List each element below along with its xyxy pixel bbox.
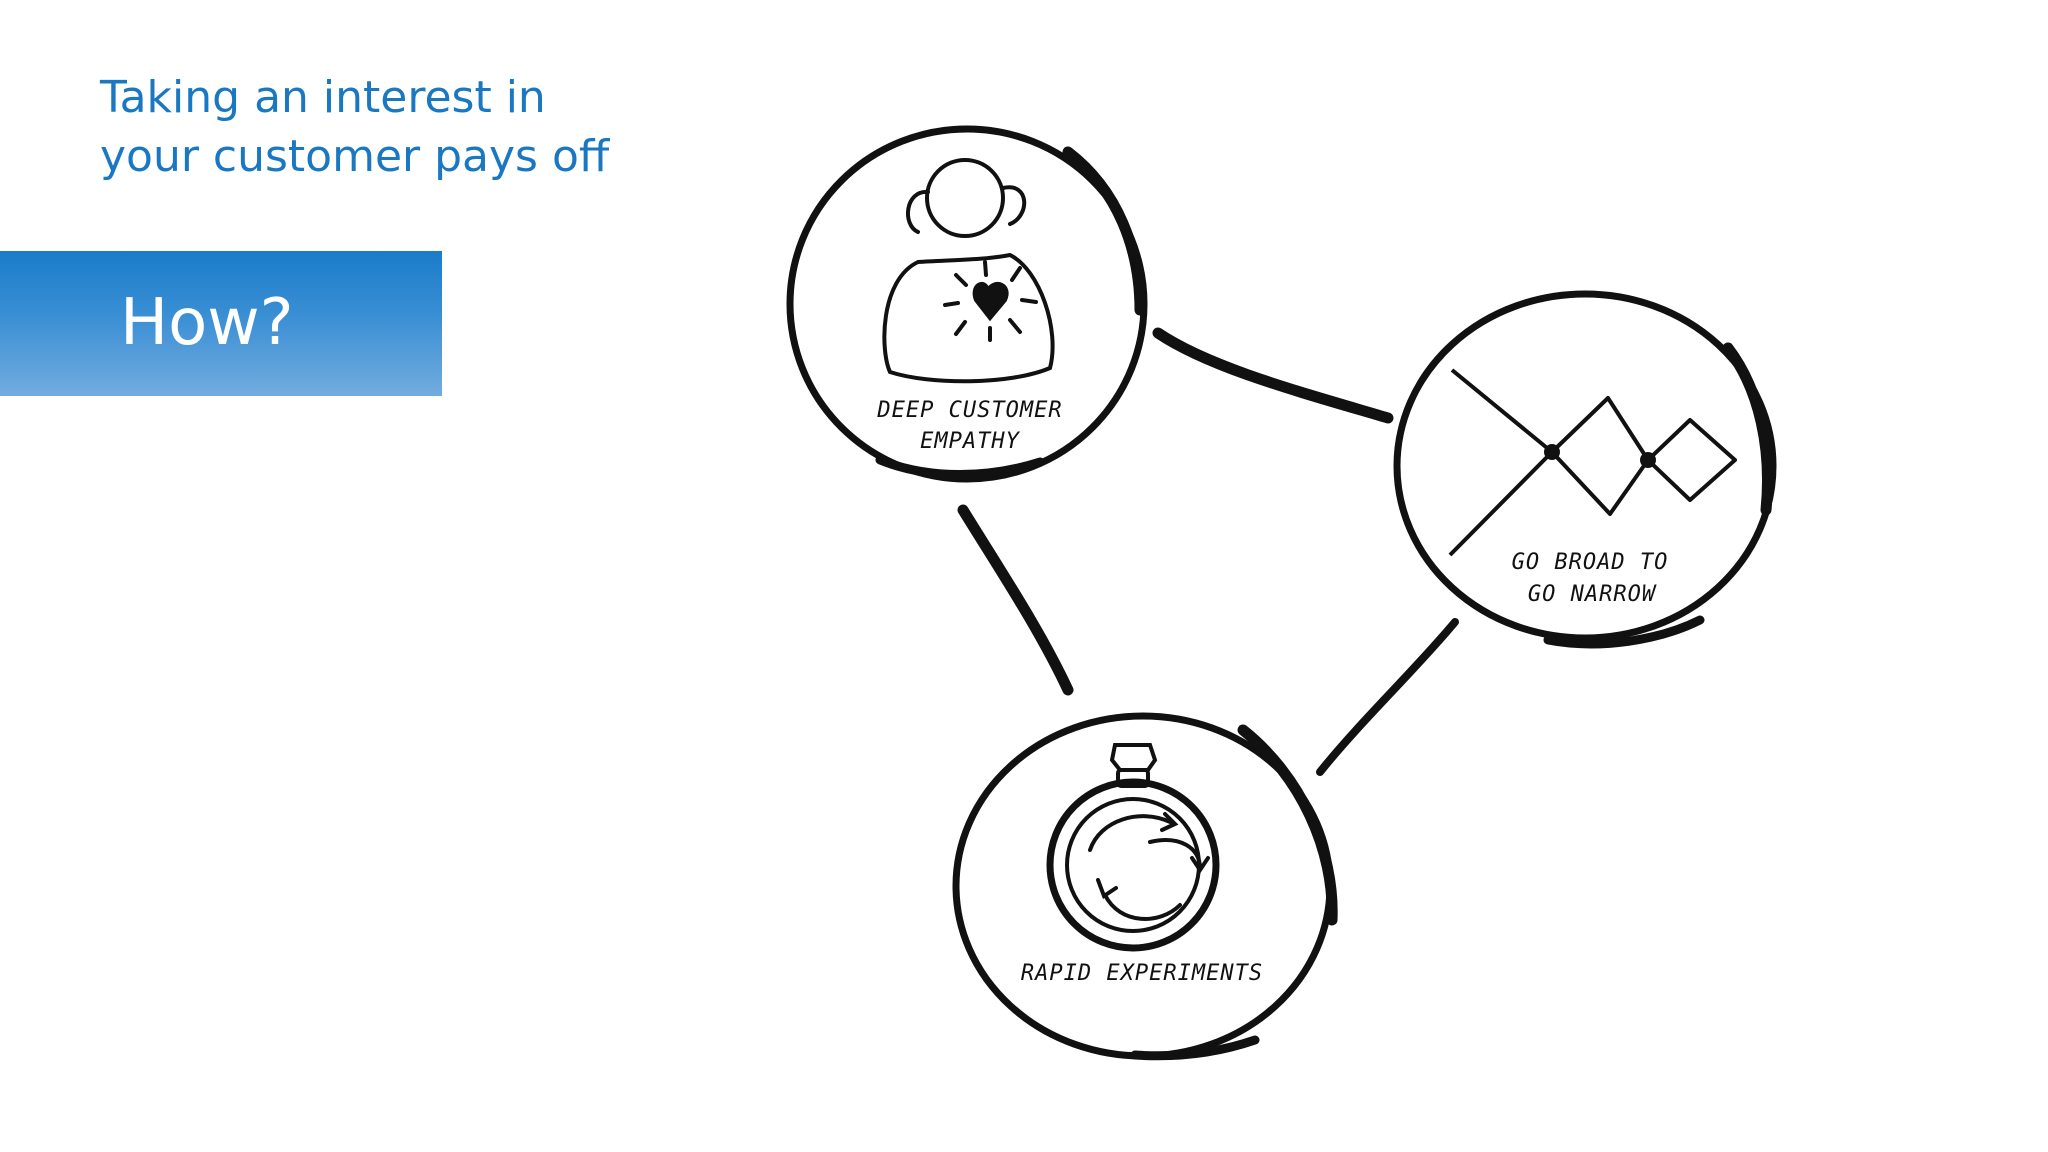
connector-broad-to-experiments (1316, 618, 1459, 776)
node-deep-customer-empathy: DEEP CUSTOMER EMPATHY (786, 125, 1148, 483)
stopwatch-cycle-icon (1046, 743, 1220, 952)
slide-title: Taking an interest in your customer pays… (100, 68, 660, 186)
how-label: How? (120, 286, 294, 360)
caption-go-broad-line-1: GO BROAD TO (1512, 550, 1669, 575)
caption-deep-customer-line-2: EMPATHY (920, 429, 1020, 454)
caption-rapid-experiments: RAPID EXPERIMENTS (1021, 961, 1263, 986)
slide-title-line-2: your customer pays off (100, 131, 610, 182)
node-go-broad-to-go-narrow: GO BROAD TO GO NARROW (1393, 290, 1777, 649)
caption-deep-customer-line-1: DEEP CUSTOMER (876, 398, 1062, 423)
connector-empathy-to-experiments (957, 504, 1074, 696)
slide-title-line-1: Taking an interest in (100, 72, 546, 123)
diverge-converge-icon (1448, 368, 1737, 557)
connector-empathy-to-broad (1152, 327, 1394, 424)
node-rapid-experiments: RAPID EXPERIMENTS (952, 712, 1338, 1061)
how-banner: How? (0, 251, 442, 396)
person-heart-icon (882, 158, 1055, 384)
caption-go-broad-line-2: GO NARROW (1528, 582, 1657, 607)
